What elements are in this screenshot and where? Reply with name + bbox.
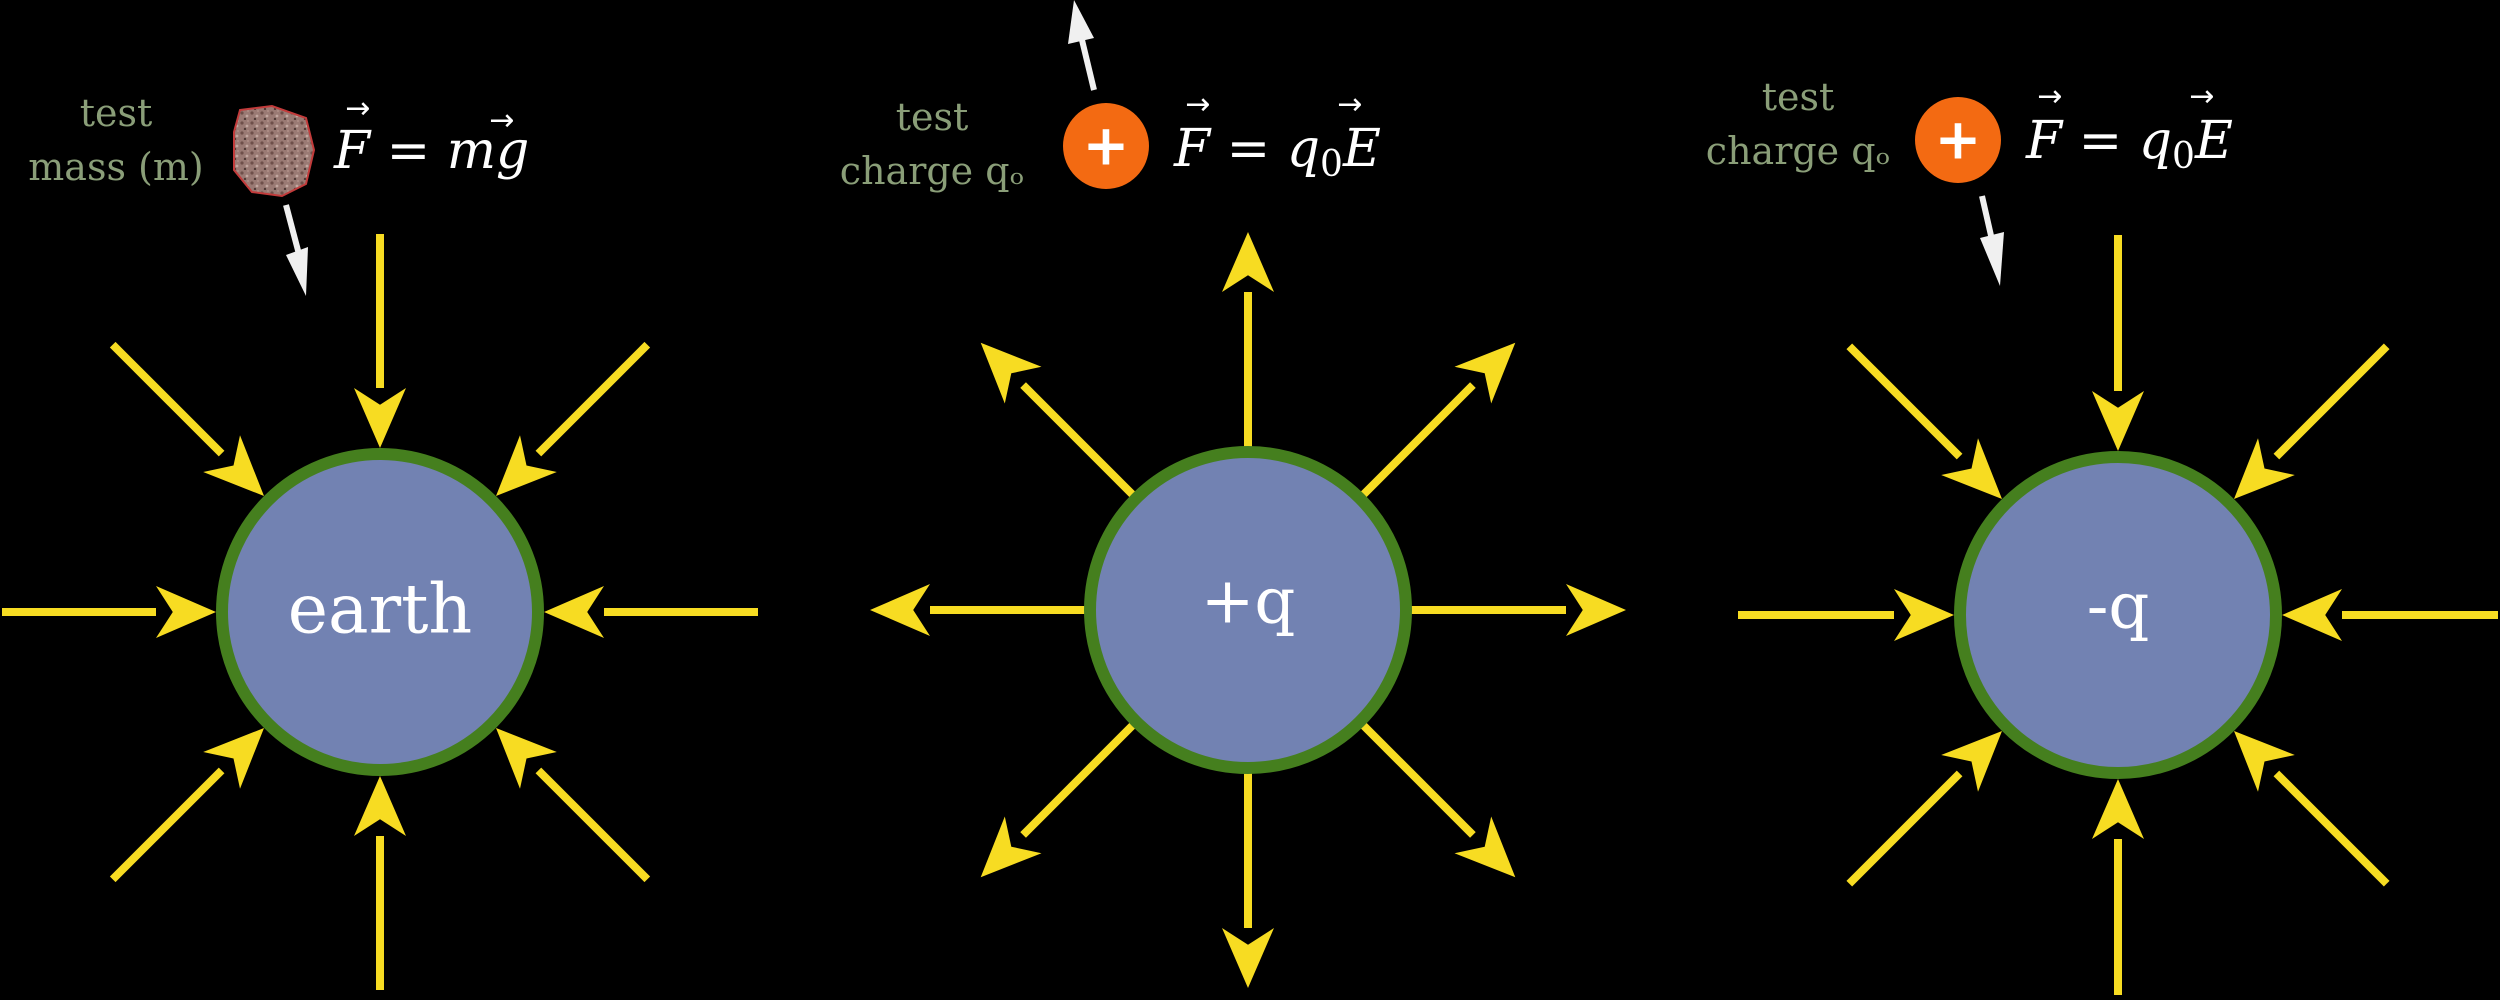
earth-field-arrow-north-east-shaft [535,341,651,457]
eq-equals: = [1210,119,1287,179]
positive-test-label-line2: charge qₒ [840,149,1024,193]
negative-field-arrow-east-head [2282,589,2342,641]
negative-field-arrow-south-east-shaft [2273,770,2390,887]
negative-field-arrow-west-head [1894,589,1954,641]
positive-field-arrow-north-east-head [1454,342,1516,404]
negative-field-arrow-south-east-head [2234,731,2295,792]
negative-field-arrow-north-head [2092,391,2144,451]
eq-force-vector-arrow: → [1185,87,1210,122]
svg-text:F = q0E: F = q0E [1173,119,1381,185]
negative-body-label: -q [2087,570,2150,644]
earth-field-arrow-south-east-head [496,728,557,789]
svg-text:F = q0E: F = q0E [2025,111,2233,177]
earth-equation: F = mg → → [333,91,529,181]
earth-field-arrow-south-east-shaft [535,767,651,883]
negative-force-arrow [1979,195,2004,286]
eq-force-vector-arrow: → [345,91,370,126]
eq-charge-subscript: 0 [2172,136,2195,177]
earth-field-arrow-north-west-shaft [109,341,225,457]
negative-panel: -q test charge qₒ + F = q0E → → [1706,75,2498,995]
positive-charge-icon [1915,97,2001,183]
negative-field-arrows [1738,235,2498,995]
eq-equals: = [370,121,447,181]
positive-field-arrow-south-head [1222,928,1274,988]
eq-force-symbol: F [2025,111,2064,171]
earth-field-arrow-south-west-head [203,728,264,789]
rock-icon [233,104,316,198]
positive-force-arrow [1068,0,1097,91]
positive-field-arrow-west-head [870,584,930,636]
positive-field-arrow-south-west-head [980,816,1042,878]
eq-gravity-symbol: g [496,121,529,181]
eq-force-symbol: F [333,121,372,181]
positive-field-arrow-south-west-shaft [1020,721,1137,838]
eq-charge-subscript: 0 [1320,144,1343,185]
positive-field-arrow-south-east-shaft [1359,721,1476,838]
negative-field-arrow-north-west-head [1941,438,2002,499]
earth-body-label: earth [288,571,472,650]
eq-field-vector-arrow: → [2189,79,2214,114]
eq-field-symbol: E [2194,111,2233,171]
negative-panel-charge-symbol: + [1935,108,1982,173]
positive-charge-symbol: + [1083,114,1130,179]
positive-field-arrows [870,232,1626,988]
negative-field-arrow-north-west-shaft [1846,343,1963,460]
eq-equals: = [2062,111,2139,171]
eq-mass-symbol: m [447,121,496,181]
earth-field-arrow-north-east-head [496,435,557,496]
negative-field-arrow-south-west-shaft [1846,770,1963,887]
negative-field-arrow-north-east-shaft [2273,343,2390,460]
positive-panel: +q test charge qₒ + F = q0E → → [840,0,1626,988]
negative-test-label-line1: test [1762,75,1835,119]
positive-field-arrow-north-west-head [980,342,1042,404]
svg-text:F = mg: F = mg [333,121,529,181]
earth-field-arrow-north-head [354,388,406,448]
positive-test-label-line1: test [896,95,969,139]
positive-charge-icon [1063,103,1149,189]
positive-test-charge: + [1063,103,1149,189]
earth-panel: earth test mass (m) F = mg → → [2,91,758,990]
eq-field-vector-arrow: → [1337,87,1362,122]
negative-test-charge: + [1915,97,2001,183]
earth-test-label-line1: test [80,91,153,135]
eq-force-vector-arrow: → [2037,79,2062,114]
earth-field-arrow-east-head [544,586,604,638]
positive-field-arrow-north-east-shaft [1359,382,1476,499]
eq-field-symbol: E [1342,119,1381,179]
positive-field-arrow-north-head [1222,232,1274,292]
negative-field-arrow-south-head [2092,779,2144,839]
negative-body [1954,451,2282,779]
positive-body [1084,446,1412,774]
negative-field-arrow-north-east-head [2234,438,2295,499]
positive-field-arrow-south-east-head [1454,816,1516,878]
eq-gravity-vector-arrow: → [489,103,514,138]
earth-field-arrows [2,234,758,990]
earth-force-arrow [283,204,308,296]
earth-field-arrow-north-west-head [203,435,264,496]
negative-test-label-line2: charge qₒ [1706,129,1890,173]
negative-equation: F = q0E → → [2025,79,2233,177]
earth-field-arrow-south-head [354,776,406,836]
positive-field-arrow-east-head [1566,584,1626,636]
eq-charge-symbol: q [1287,119,1320,179]
positive-equation: F = q0E → → [1173,87,1381,185]
earth-field-arrow-west-head [156,586,216,638]
eq-force-symbol: F [1173,119,1212,179]
earth-field-arrow-south-west-shaft [109,767,225,883]
positive-body-label: +q [1201,565,1296,639]
earth-test-label-line2: mass (m) [28,145,203,189]
positive-field-arrow-north-west-shaft [1020,382,1137,499]
negative-field-arrow-south-west-head [1941,731,2002,792]
earth-body [216,448,544,776]
eq-charge-symbol: q [2139,111,2172,171]
